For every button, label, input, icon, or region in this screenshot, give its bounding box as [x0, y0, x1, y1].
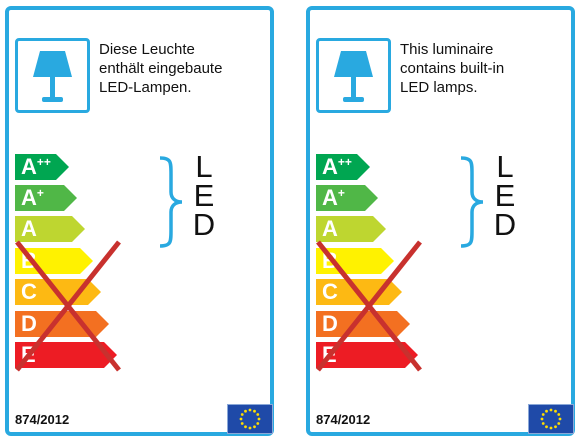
- table-lamp-icon: [33, 51, 72, 102]
- eu-star: [256, 413, 260, 416]
- lamp-icon-box: [316, 38, 391, 113]
- energy-class-scale: A++ A+ A B C D E: [15, 154, 125, 384]
- energy-class-e: E: [316, 342, 418, 368]
- energy-class-e: E: [15, 342, 117, 368]
- class-letter: E: [21, 342, 36, 367]
- regulation-number: 874/2012: [15, 412, 70, 427]
- led-letter: L: [496, 149, 514, 184]
- lamp-icon-box: [15, 38, 90, 113]
- energy-class-c: C: [15, 279, 101, 305]
- energy-label-en: This luminaire contains built-in LED lam…: [306, 6, 575, 436]
- class-letter: C: [21, 279, 37, 304]
- energy-class-a-plus: A+: [316, 185, 378, 211]
- info-line: LED lamps.: [400, 79, 478, 96]
- eu-star: [558, 417, 562, 421]
- energy-class-a: A: [316, 216, 386, 242]
- info-line: LED-Lampen.: [99, 79, 192, 96]
- energy-class-a: A: [15, 216, 85, 242]
- energy-class-a-plus-plus: A++: [15, 154, 69, 180]
- class-letter: D: [21, 311, 37, 336]
- label-info-text: Diese Leuchte enthält eingebaute LED-Lam…: [99, 40, 269, 97]
- curly-brace-icon: [460, 156, 484, 248]
- energy-class-d: D: [15, 311, 109, 337]
- info-line: enthält eingebaute: [99, 60, 223, 77]
- eu-star: [257, 417, 261, 421]
- eu-star: [248, 408, 252, 412]
- regulation-number: 874/2012: [316, 412, 371, 427]
- eu-star: [240, 422, 244, 425]
- class-letter: A: [322, 154, 338, 179]
- energy-class-a-plus: A+: [15, 185, 77, 211]
- class-letter: D: [322, 311, 338, 336]
- led-letter: D: [493, 207, 517, 242]
- class-letter: A: [322, 185, 338, 210]
- eu-star: [541, 422, 545, 425]
- class-letter: A: [322, 216, 338, 241]
- eu-star: [239, 417, 243, 421]
- info-line: contains built-in: [400, 60, 505, 77]
- led-letters: L E D: [490, 149, 520, 242]
- eu-star: [244, 425, 247, 429]
- eu-star: [549, 426, 553, 430]
- energy-class-scale: A++ A+ A B C D E: [316, 154, 426, 384]
- label-info-text: This luminaire contains built-in LED lam…: [400, 40, 570, 97]
- eu-star: [256, 422, 260, 425]
- class-sup: +: [36, 186, 44, 200]
- eu-flag-icon: [227, 404, 273, 434]
- eu-star: [545, 409, 548, 413]
- eu-star: [549, 408, 553, 412]
- class-letter: A: [21, 185, 37, 210]
- class-sup: ++: [337, 155, 352, 169]
- eu-star: [253, 409, 256, 413]
- class-sup: ++: [36, 155, 51, 169]
- class-letter: A: [21, 154, 37, 179]
- eu-star: [244, 409, 247, 413]
- class-letter: A: [21, 216, 37, 241]
- energy-class-c: C: [316, 279, 402, 305]
- class-letter: B: [21, 248, 37, 273]
- led-letters: L E D: [189, 149, 219, 242]
- led-letter: E: [494, 178, 516, 213]
- eu-flag-icon: [528, 404, 574, 434]
- energy-class-d: D: [316, 311, 410, 337]
- eu-star: [541, 413, 545, 416]
- eu-star: [248, 426, 252, 430]
- info-line: Diese Leuchte: [99, 41, 195, 58]
- energy-label-de: Diese Leuchte enthält eingebaute LED-Lam…: [5, 6, 274, 436]
- eu-star: [554, 409, 557, 413]
- eu-star: [253, 425, 256, 429]
- class-letter: B: [322, 248, 338, 273]
- eu-star: [545, 425, 548, 429]
- eu-star: [240, 413, 244, 416]
- energy-class-b: B: [15, 248, 93, 274]
- led-letter: E: [193, 178, 215, 213]
- class-letter: E: [322, 342, 337, 367]
- table-lamp-icon: [334, 51, 373, 102]
- info-line: This luminaire: [400, 41, 494, 58]
- eu-star: [554, 425, 557, 429]
- energy-class-b: B: [316, 248, 394, 274]
- eu-star: [557, 413, 561, 416]
- led-letter: L: [195, 149, 213, 184]
- energy-class-a-plus-plus: A++: [316, 154, 370, 180]
- class-letter: C: [322, 279, 338, 304]
- led-letter: D: [192, 207, 216, 242]
- eu-star: [557, 422, 561, 425]
- class-sup: +: [337, 186, 345, 200]
- curly-brace-icon: [159, 156, 183, 248]
- eu-star: [540, 417, 544, 421]
